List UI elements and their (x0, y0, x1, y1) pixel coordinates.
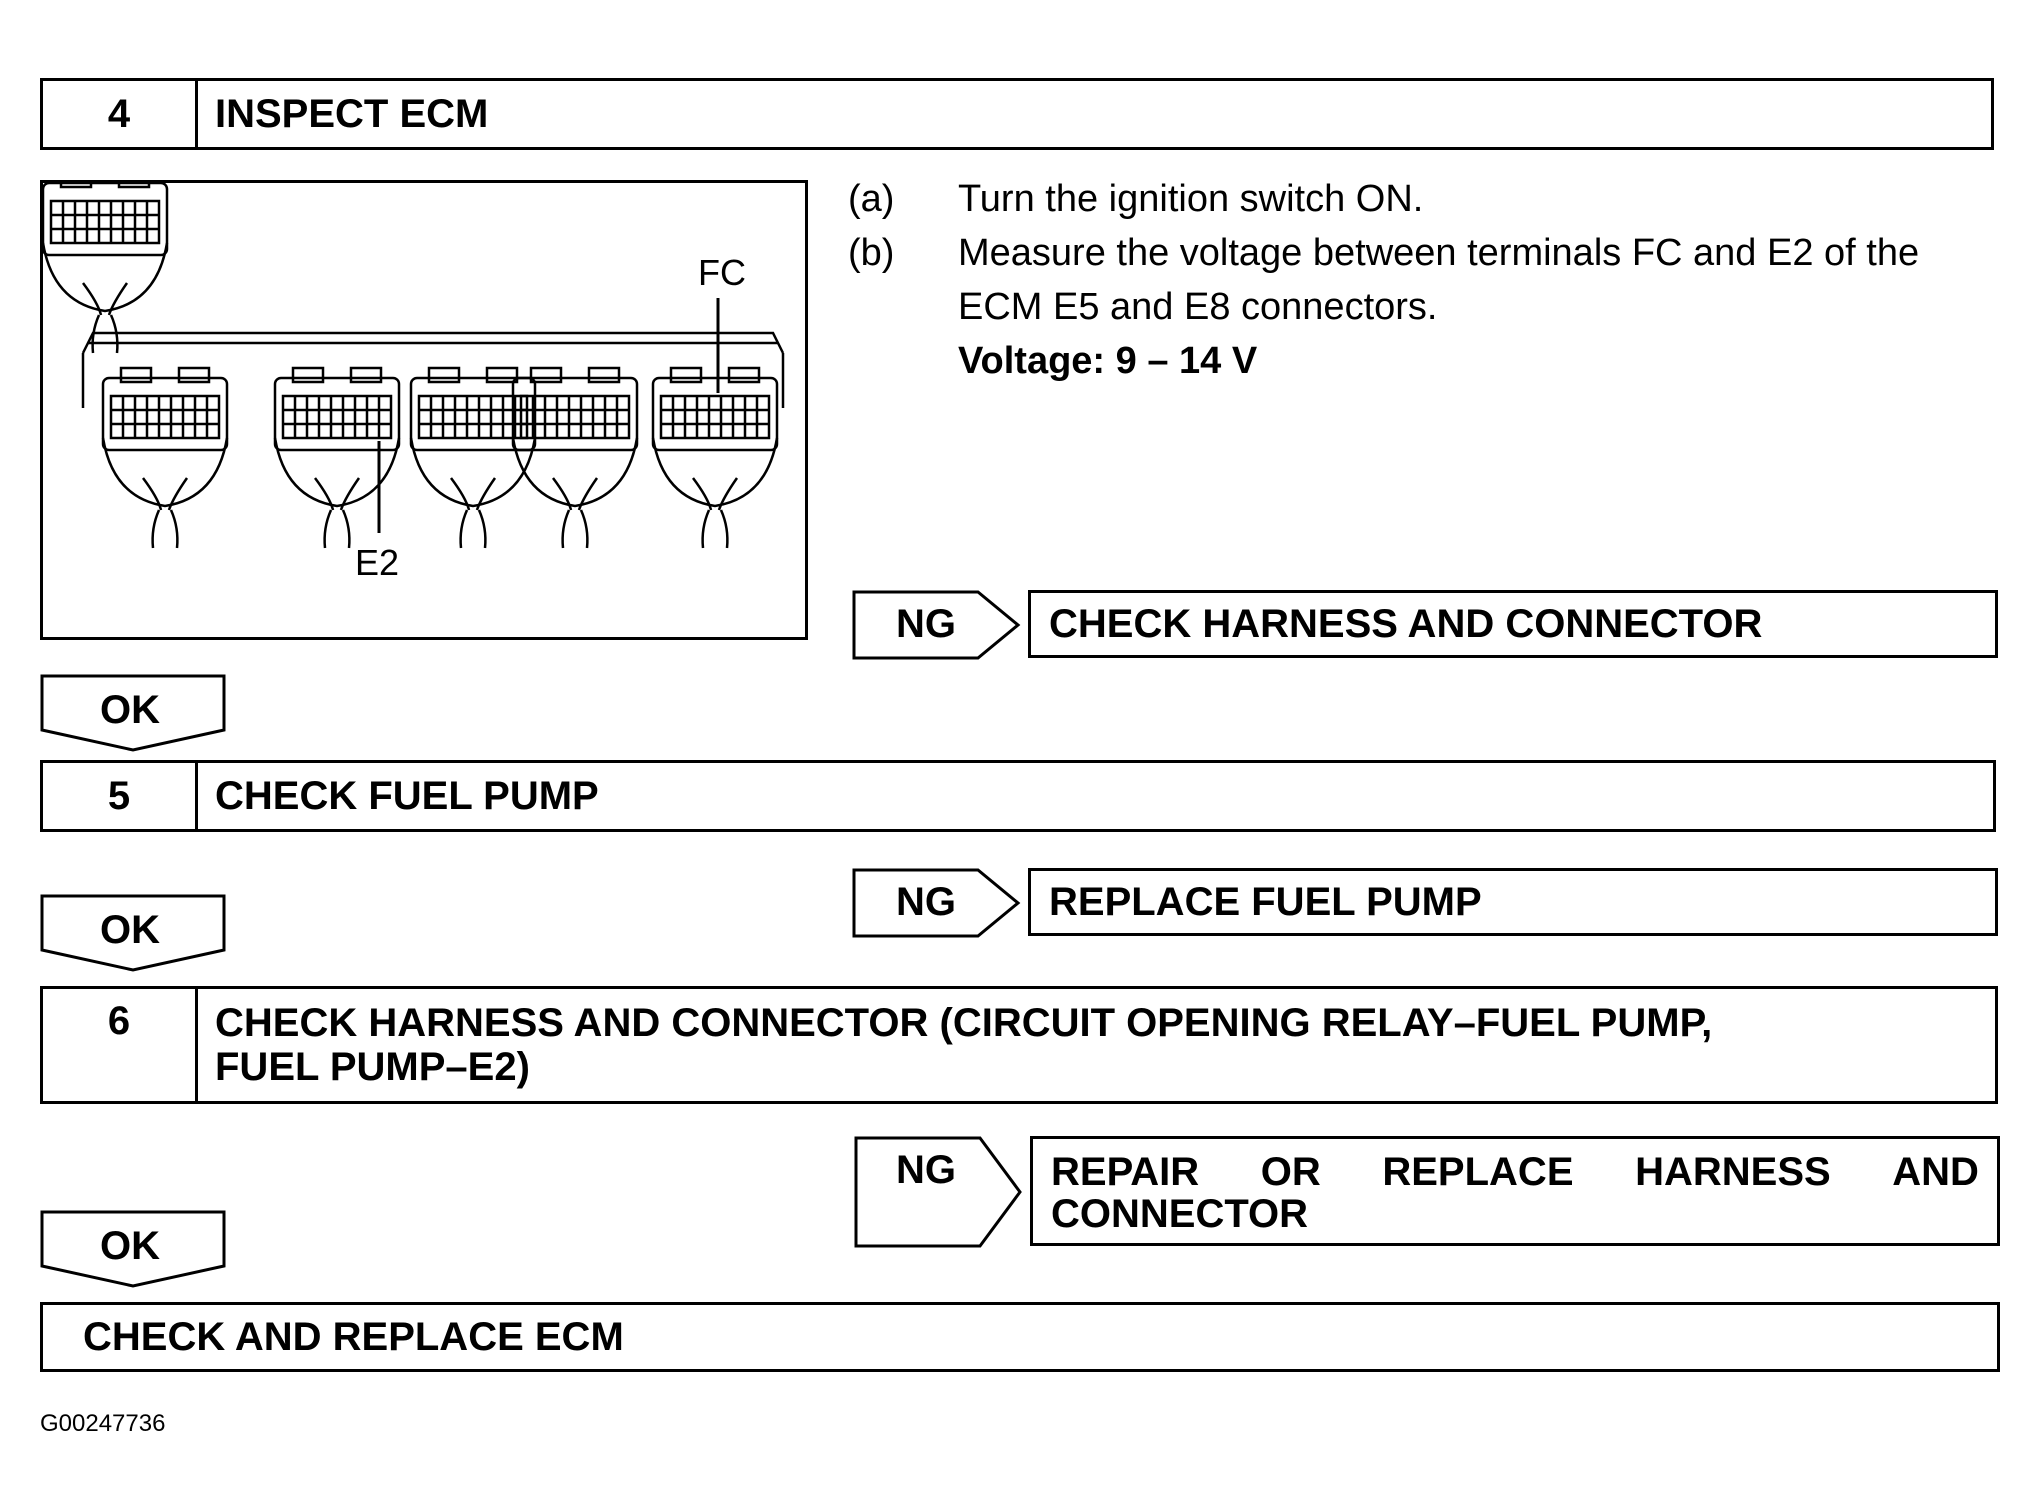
step-6-title: CHECK HARNESS AND CONNECTOR (CIRCUIT OPE… (215, 989, 1985, 1101)
step-5-ng-arrow (852, 868, 1021, 938)
step-6-ng-word-3: REPLACE (1382, 1150, 1574, 1194)
step-6-header: 6 CHECK HARNESS AND CONNECTOR (CIRCUIT O… (40, 986, 1998, 1104)
step-4-ng-action: CHECK HARNESS AND CONNECTOR (1028, 590, 1998, 658)
step-4-title: INSPECT ECM (215, 92, 489, 136)
step-6-ok-arrow (40, 1210, 226, 1288)
step-4-ok-label: OK (100, 688, 160, 732)
step-4-instructions: (a) Turn the ignition switch ON. (b) Mea… (848, 172, 2008, 402)
step-6-title-line2: FUEL PUMP–E2) (215, 1045, 530, 1089)
final-step-title: CHECK AND REPLACE ECM (83, 1314, 624, 1359)
step-6-number: 6 (43, 989, 198, 1101)
figure-id: G00247736 (40, 1410, 166, 1437)
step-4-number: 4 (43, 81, 198, 147)
step-6-ng-word-1: REPAIR (1051, 1150, 1200, 1194)
instruction-a-text: Turn the ignition switch ON. (958, 178, 1424, 220)
step-5-ng-action: REPLACE FUEL PUMP (1028, 868, 1998, 936)
instruction-b-tag: (b) (848, 232, 895, 274)
ecm-connector-illustration: FC E2 (43, 183, 785, 583)
step-4-ng-label: NG (896, 602, 956, 646)
step-6-ng-action-line1: REPAIR OR REPLACE HARNESS AND (1051, 1151, 1979, 1193)
instruction-b-text-line2: ECM E5 and E8 connectors. (958, 286, 1438, 328)
step-5-ok-label: OK (100, 908, 160, 952)
step-5-title: CHECK FUEL PUMP (215, 774, 599, 818)
step-6-ng-label: NG (896, 1148, 956, 1192)
final-step-box: CHECK AND REPLACE ECM (40, 1302, 2000, 1372)
step-6-ng-action: REPAIR OR REPLACE HARNESS AND CONNECTOR (1030, 1136, 2000, 1246)
step-5-header: 5 CHECK FUEL PUMP (40, 760, 1996, 832)
step-6-ng-word-5: AND (1892, 1150, 1979, 1194)
step-6-ng-action-line2: CONNECTOR (1051, 1192, 1309, 1236)
step-4-ok-arrow (40, 674, 226, 752)
step-6-ng-word-2: OR (1260, 1150, 1321, 1194)
voltage-spec: Voltage: 9 – 14 V (958, 340, 1258, 382)
e2-terminal-label: E2 (355, 542, 399, 583)
step-6-title-line1: CHECK HARNESS AND CONNECTOR (CIRCUIT OPE… (215, 1001, 1713, 1045)
instruction-b: (b) Measure the voltage between terminal… (848, 226, 2008, 334)
step-5-ok-arrow (40, 894, 226, 972)
step-5-ng-label: NG (896, 880, 956, 924)
step-5-number: 5 (43, 763, 198, 829)
instruction-b-text-line1: Measure the voltage between terminals FC… (958, 232, 1920, 274)
fc-terminal-label: FC (698, 252, 746, 293)
instruction-a-tag: (a) (848, 178, 895, 220)
step-6-ng-word-4: HARNESS (1635, 1150, 1831, 1194)
instruction-a: (a) Turn the ignition switch ON. (848, 172, 2008, 226)
step-6-ok-label: OK (100, 1224, 160, 1268)
step-6-ng-arrow (854, 1136, 1022, 1248)
ecm-connector-diagram: FC E2 (40, 180, 808, 640)
step-4-header: 4 INSPECT ECM (40, 78, 1994, 150)
step-4-ng-arrow (852, 590, 1021, 660)
